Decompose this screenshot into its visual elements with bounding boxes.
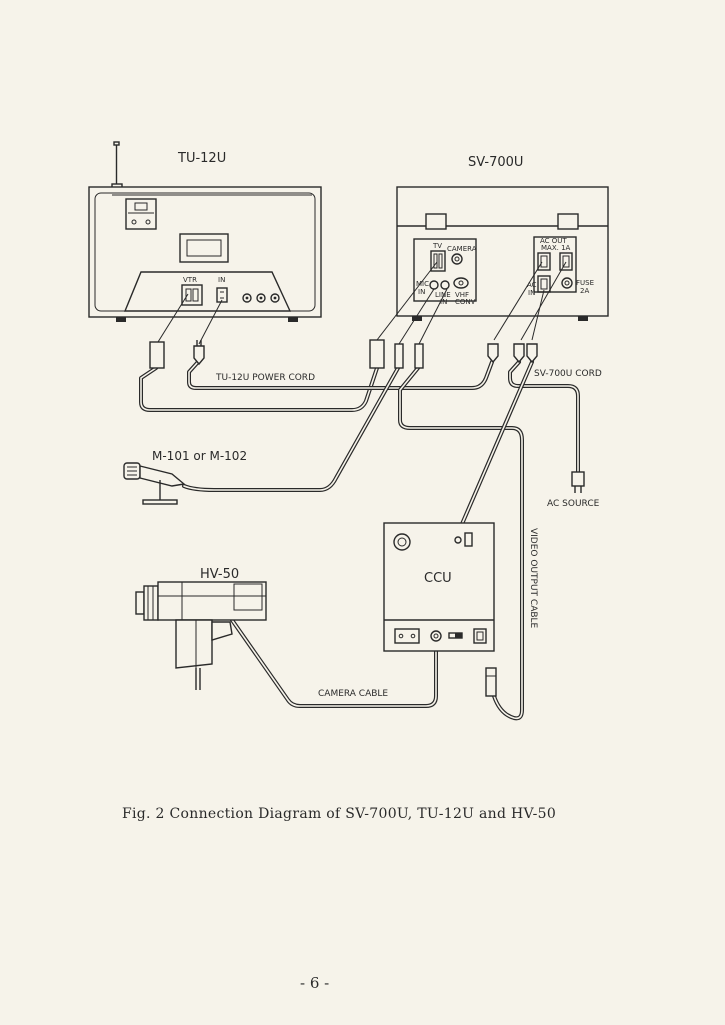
tv-socket [430, 250, 446, 272]
camera-icon [135, 581, 267, 690]
ccu-power-plug [526, 343, 538, 364]
sv700u-jack-panel [413, 238, 477, 302]
camera-cable-label: CAMERA CABLE [318, 689, 388, 699]
tu12u-power-plug [193, 340, 205, 366]
tu12u-knobs [242, 293, 280, 303]
ac-out-socket-1 [537, 252, 551, 271]
page-number: - 6 - [300, 974, 330, 992]
mic-label-1: MIC [416, 280, 429, 288]
microphone-icon [123, 462, 186, 505]
vhf-conv-jack [453, 277, 469, 289]
microphone-unit: M-101 or M-102 [123, 449, 247, 505]
line-label-1: LINE [435, 291, 451, 299]
cable-labels: TU-12U POWER CORD SV-700U CORD AC SOURCE… [215, 369, 602, 699]
cables [139, 360, 580, 721]
antenna-terminal [125, 198, 157, 230]
ccu-video-out-socket [473, 628, 487, 644]
ac-out-socket-2 [559, 252, 573, 271]
tu12u-lower-panel [123, 271, 292, 312]
fuse-label-2: 2A [580, 287, 589, 295]
antenna-icon [111, 141, 123, 189]
ac-out-max-label: MAX. 1A [541, 244, 571, 252]
sv700u-unit: SV-700U TV CAMERA MIC IN LINE VHF IN CON… [396, 155, 609, 321]
ccu-title: CCU [424, 571, 452, 586]
sv700u-cord-label: SV-700U CORD [534, 369, 602, 379]
camera-jack-label: CAMERA [447, 245, 477, 253]
tv-label: TV [432, 242, 442, 250]
ac-source-label: AC SOURCE [547, 499, 600, 509]
tu12u-display [179, 233, 229, 263]
line-in-plug [414, 343, 424, 369]
vhf-label-2: CONV [455, 298, 476, 306]
fuse-label-1: FUSE [576, 279, 594, 287]
ccu-power-socket [394, 628, 420, 644]
sv700u-cord-plug [513, 343, 525, 364]
line-in-jack [440, 280, 450, 290]
ccu-indicator-switch [464, 532, 473, 547]
mic-label-2: IN [418, 288, 425, 296]
ac-in-label-1: AC [527, 281, 537, 289]
tu12u-power-cord-label: TU-12U POWER CORD [215, 373, 315, 383]
camera-jack [451, 253, 463, 265]
plugs [149, 339, 585, 697]
ac-source-plug-icon [571, 471, 585, 493]
figure-caption: Fig. 2 Connection Diagram of SV-700U, TU… [122, 806, 557, 822]
tu12u-in-label: IN [218, 276, 225, 284]
video-plug-ccu [485, 667, 497, 697]
vtr-plug-sv700u [369, 339, 385, 369]
ccu-indicator-lamp [454, 536, 462, 544]
leader-lines [157, 261, 567, 345]
fuse-holder [561, 277, 573, 289]
tu12u-in-socket [216, 287, 228, 303]
vtr-plug-tu12u [149, 341, 165, 369]
sv700u-title: SV-700U [468, 155, 523, 170]
ccu-unit: CCU [383, 522, 495, 652]
video-output-cable-label: VIDEO OUTPUT CABLE [528, 528, 538, 629]
ac-in-label-2: IN [528, 289, 535, 297]
hv50-camera-unit: HV-50 [135, 567, 267, 690]
tu12u-title: TU-12U [177, 151, 226, 166]
mic-plug [394, 343, 404, 369]
ac-out-label: AC OUT [540, 237, 567, 245]
tu12u-power-plug-sv-end [487, 343, 499, 364]
tu12u-vtr-label: VTR [183, 276, 197, 284]
tu12u-unit: TU-12U VTR IN [88, 141, 322, 322]
sv700u-power-panel [533, 236, 577, 293]
tu12u-vtr-socket [181, 284, 203, 306]
ccu-power-switch [393, 533, 411, 551]
hv50-title: HV-50 [200, 567, 239, 582]
line-label-2: IN [440, 298, 447, 306]
microphone-title: M-101 or M-102 [152, 449, 247, 463]
vhf-label-1: VHF [455, 291, 469, 299]
ccu-camera-jack [430, 630, 442, 642]
